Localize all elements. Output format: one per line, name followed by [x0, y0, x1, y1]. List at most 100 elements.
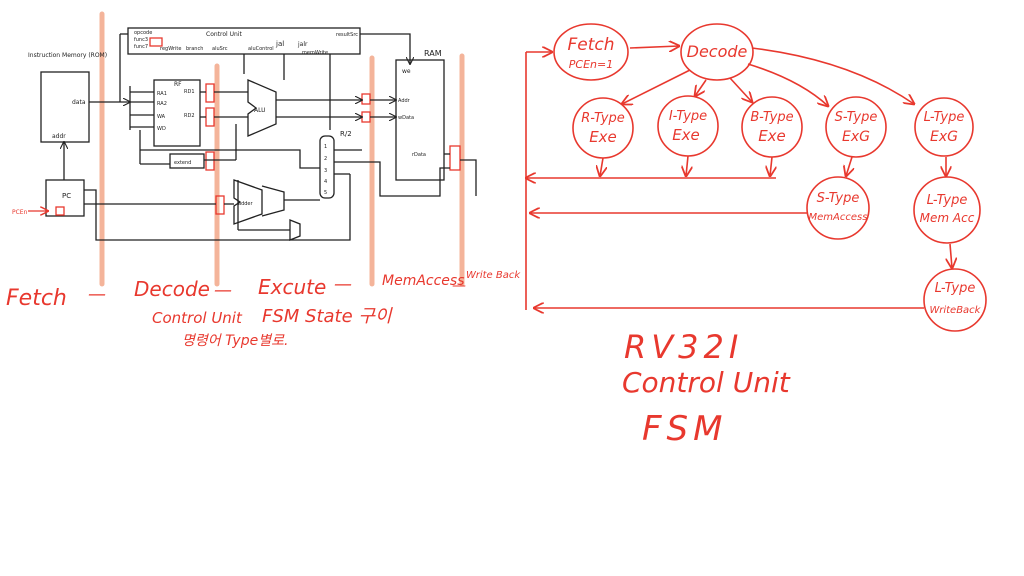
edge-fetch-decode — [629, 46, 679, 48]
cu-signal-branch: branch — [186, 46, 203, 52]
state-s-exe-line1: S-Type — [835, 110, 878, 125]
edge-l-mem-l-wb — [950, 243, 952, 268]
state-l-type-memacc: L-Type Mem Acc — [913, 176, 981, 244]
edge-decode-l-exe — [751, 47, 914, 104]
state-b-type-exe: B-Type Exe — [741, 96, 803, 158]
title-control-unit: Control Unit — [622, 366, 791, 399]
mux-input-1: 1 — [324, 144, 327, 150]
rf-port-wa: WA — [157, 114, 166, 120]
cu-signal-jalr: jalr — [297, 41, 308, 48]
cu-signal-func7: func7 — [134, 44, 148, 50]
state-i-type-exe: I-Type Exe — [657, 95, 719, 157]
note-per-type: 명령어 Type별로. — [182, 333, 288, 349]
state-fetch-line2: PCEn=1 — [569, 58, 613, 71]
cu-signal-resultsrc: resultSrc — [336, 32, 358, 38]
rf-port-rd2: RD2 — [184, 113, 195, 119]
cu-signal-regwrite: regWrite — [160, 46, 181, 52]
edge-decode-i-exe — [695, 79, 707, 96]
pc-en-label: PCEn — [12, 209, 28, 216]
state-l-mem-line2: Mem Acc — [920, 211, 975, 225]
cu-signal-func3: func3 — [134, 37, 148, 43]
cu-signal-jal: jal — [275, 40, 284, 48]
cu-signal-memwrite: memWrite — [302, 50, 328, 56]
state-r-type-exe: R-Type Exe — [572, 97, 634, 159]
return-to-fetch-edges — [526, 52, 924, 310]
stage-execute-label: Excute — [258, 275, 326, 299]
cu-signal-alusrc: aluSrc — [212, 46, 228, 52]
cu-signal-opcode: opcode — [134, 30, 152, 36]
rf-port-ra2: RA2 — [157, 101, 167, 107]
pc-block — [45, 179, 85, 217]
state-decode-line1: Decode — [687, 42, 748, 61]
state-fetch: Fetch PCEn=1 — [553, 23, 629, 81]
branch-adder — [233, 179, 263, 225]
alu-shape — [247, 79, 277, 137]
stage-decode-label: Decode — [134, 277, 210, 301]
pc-en-register — [55, 206, 65, 216]
stage-writeback-label: Write Back — [466, 270, 521, 281]
state-b-exe-line1: B-Type — [750, 110, 793, 125]
instr-memory-label: Instruction Memory (ROM) — [28, 52, 107, 59]
stage-sep-3: — — [334, 274, 352, 295]
edge-decode-s-exe — [747, 63, 828, 106]
register-file-label: RF — [174, 81, 182, 88]
state-s-type-memaccess: S-Type MemAccess — [806, 176, 870, 240]
state-fetch-line1: Fetch — [567, 35, 614, 55]
writeback-mux-label: R/2 — [340, 130, 352, 138]
mux-input-5: 5 — [324, 190, 327, 196]
state-s-mem-line1: S-Type — [817, 191, 860, 206]
state-l-exe-line1: L-Type — [924, 110, 965, 125]
state-l-exe-line2: ExG — [930, 129, 958, 145]
pc-label: PC — [62, 192, 71, 200]
note-control-unit: Control Unit — [152, 309, 243, 327]
stage-labels: Fetch — Decode — Excute — MemAccess — Wr… — [6, 270, 521, 349]
ram-label: RAM — [424, 49, 442, 58]
state-l-type-writeback: L-Type WriteBack — [923, 268, 987, 332]
ram-addr-port: Addr — [398, 98, 411, 104]
rf-port-ra1: RA1 — [157, 91, 167, 97]
rf-port-rd1: RD1 — [184, 89, 195, 95]
rf-port-wd: WD — [157, 126, 166, 132]
state-s-type-exe: S-Type ExG — [825, 96, 887, 158]
imm-extend-label: extend — [174, 160, 191, 166]
state-s-mem-line2: MemAccess — [809, 212, 868, 223]
title-rv32i: RV32I — [624, 328, 743, 366]
state-r-exe-line1: R-Type — [581, 111, 625, 126]
register-file-block — [153, 79, 201, 147]
imm-extend-block — [169, 153, 205, 169]
stage-dividers — [99, 11, 465, 287]
branch-adder-label: adder — [238, 201, 253, 207]
state-decode: Decode — [680, 23, 754, 81]
control-unit-label: Control Unit — [206, 31, 242, 38]
instr-memory-block — [40, 71, 90, 143]
state-l-mem-line1: L-Type — [927, 193, 968, 208]
ram-wdata-port: wData — [398, 115, 414, 121]
mux-input-3: 3 — [324, 168, 327, 174]
edge-decode-b-exe — [729, 77, 752, 102]
decode-pipeline-registers — [205, 83, 461, 215]
state-i-exe-line2: Exe — [672, 126, 700, 144]
title-fsm: FSM — [642, 409, 727, 449]
note-fsm-state: FSM State 구이 — [262, 306, 393, 327]
state-l-wb-line2: WriteBack — [930, 305, 982, 316]
control-unit-state-reg — [149, 37, 163, 47]
fsm-diagram: Fetch PCEn=1 Decode R-Type Exe I-Type Ex… — [526, 23, 987, 332]
rom-data-port: data — [72, 99, 86, 106]
cu-signal-alucontrol: aluControl — [248, 46, 274, 52]
mux-input-4: 4 — [324, 179, 327, 185]
writeback-mux — [319, 135, 335, 199]
stage-fetch-label: Fetch — [6, 286, 67, 311]
state-s-exe-line2: ExG — [842, 129, 870, 145]
ram-we-port: we — [402, 68, 411, 75]
fsm-title: RV32I Control Unit FSM — [622, 328, 791, 449]
ram-rdata-port: rData — [412, 152, 426, 158]
mux-input-2: 2 — [324, 156, 327, 162]
state-i-exe-line1: I-Type — [669, 109, 707, 124]
state-l-type-exe: L-Type ExG — [914, 97, 974, 157]
stage-sep-4: — — [452, 278, 466, 294]
edge-decode-r-exe — [622, 69, 691, 104]
alu-label: ALU — [254, 107, 266, 114]
stage-sep-2: — — [214, 280, 232, 301]
state-l-wb-line1: L-Type — [935, 281, 976, 296]
